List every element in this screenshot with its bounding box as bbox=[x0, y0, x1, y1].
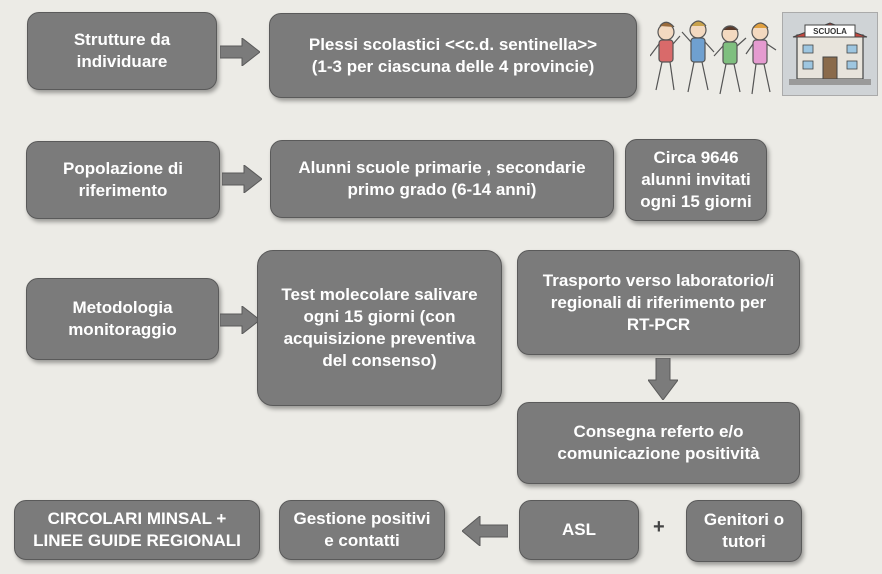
arrow-right-3 bbox=[220, 306, 260, 334]
gestione-box: Gestione positivi e contatti bbox=[279, 500, 445, 560]
school-building-icon: SCUOLA bbox=[789, 22, 871, 85]
genitori-box: Genitori o tutori bbox=[686, 500, 802, 562]
alunni-text: Alunni scuole primarie , secondarie prim… bbox=[298, 158, 586, 199]
arrow-right-1 bbox=[220, 38, 260, 66]
arrow-left bbox=[462, 516, 508, 546]
circa-box: Circa 9646 alunni invitati ogni 15 giorn… bbox=[625, 139, 767, 221]
arrow-down bbox=[648, 358, 678, 400]
school-illustration: SCUOLA bbox=[782, 12, 878, 96]
circa-text: Circa 9646 alunni invitati ogni 15 giorn… bbox=[640, 148, 752, 211]
trasporto-text: Trasporto verso laboratorio/i regionali … bbox=[542, 270, 775, 334]
alunni-box: Alunni scuole primarie , secondarie prim… bbox=[270, 140, 614, 218]
school-sign-text: SCUOLA bbox=[813, 27, 847, 36]
popolazione-label: Popolazione di riferimento bbox=[63, 159, 183, 200]
popolazione-label-box: Popolazione di riferimento bbox=[26, 141, 220, 219]
metodologia-label-box: Metodologia monitoraggio bbox=[26, 278, 219, 360]
circolari-box: CIRCOLARI MINSAL + LINEE GUIDE REGIONALI bbox=[14, 500, 260, 560]
children-running-icon bbox=[650, 20, 777, 95]
strutture-label-box: Strutture da individuare bbox=[27, 12, 217, 90]
asl-text: ASL bbox=[562, 520, 596, 539]
consegna-text: Consegna referto e/o comunicazione posit… bbox=[557, 422, 760, 463]
test-text: Test molecolare salivare ogni 15 giorni … bbox=[281, 285, 478, 370]
strutture-label: Strutture da individuare bbox=[73, 30, 171, 71]
metodologia-label: Metodologia monitoraggio bbox=[68, 298, 177, 339]
plessi-text: Plessi scolastici <<c.d. sentinella>> (1… bbox=[308, 34, 598, 76]
plessi-box: Plessi scolastici <<c.d. sentinella>> (1… bbox=[269, 13, 637, 98]
gestione-text: Gestione positivi e contatti bbox=[293, 509, 431, 550]
circolari-text: CIRCOLARI MINSAL + LINEE GUIDE REGIONALI bbox=[33, 509, 241, 550]
asl-box: ASL bbox=[519, 500, 639, 560]
trasporto-box: Trasporto verso laboratorio/i regionali … bbox=[517, 250, 800, 355]
genitori-text: Genitori o tutori bbox=[703, 510, 785, 551]
arrow-right-2 bbox=[222, 165, 262, 193]
plus-sign: + bbox=[653, 516, 665, 538]
test-box: Test molecolare salivare ogni 15 giorni … bbox=[257, 250, 502, 406]
consegna-box: Consegna referto e/o comunicazione posit… bbox=[517, 402, 800, 484]
